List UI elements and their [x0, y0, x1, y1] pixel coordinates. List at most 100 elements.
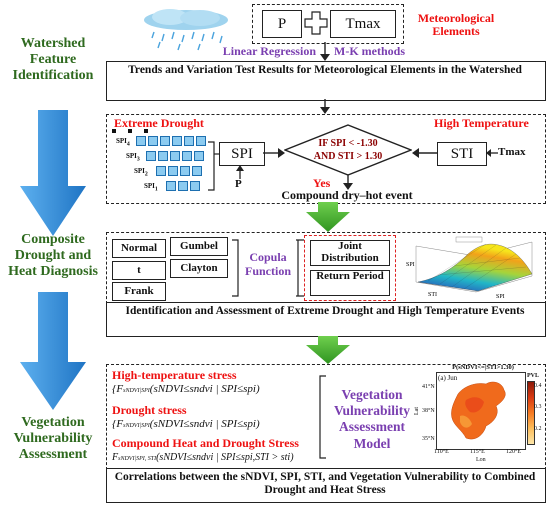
- spi-series-label-2: SPI2: [134, 167, 148, 178]
- copula-t: t: [112, 261, 166, 280]
- map-lat-tick-2: 38°N: [422, 408, 435, 414]
- down-arrow-met: [320, 42, 330, 61]
- legend-tick-1: 0.4: [534, 383, 542, 389]
- stage-vegetation-label: Vegetation Vulnerability Assessment: [13, 415, 93, 463]
- identification-title: Identification and Assessment of Extreme…: [125, 305, 525, 317]
- p-box: P: [262, 10, 302, 38]
- arrow-spi-to-condition: [263, 148, 285, 158]
- vulnerability-map: [451, 381, 506, 440]
- stage-composite-label: Composite Drought and Heat Diagnosis: [8, 232, 98, 280]
- bracket-connector: [208, 141, 219, 191]
- vuln-brace: [319, 375, 326, 459]
- map-lon-label: Lon: [476, 457, 486, 463]
- spi-series-label-1: SPI1: [144, 182, 158, 193]
- surface-x-label-right: SPI: [496, 294, 505, 300]
- map-panel-label: (a) Jun: [438, 374, 458, 382]
- stage-watershed-label: Watershed Feature Identification: [12, 36, 94, 84]
- left-blue-arrow-2: [20, 292, 86, 410]
- yes-label: Yes: [313, 176, 331, 190]
- copula-right-bracket: [296, 239, 304, 297]
- sti-box: STI: [437, 142, 487, 166]
- condition-line-1: IF SPI < -1.30: [318, 138, 378, 149]
- spi-cell: [158, 151, 168, 161]
- spi-cell: [196, 136, 206, 146]
- extreme-drought-label: Extreme Drought: [114, 116, 204, 130]
- stress-compound-label: Compound Heat and Drought Stress: [112, 436, 299, 450]
- met-elements-title: Meteorological Elements: [417, 11, 495, 39]
- met-elements-frame: [252, 4, 404, 44]
- formula-high-temp: {FsNDVI|SPI(sNDVI≤sndvi | SPI≤spi): [112, 383, 260, 395]
- spi-series-label-3: SPI3: [126, 152, 140, 163]
- legend-colorbar: [527, 381, 535, 445]
- spi-cell: [136, 136, 146, 146]
- method-mk: M-K methods: [334, 44, 405, 58]
- copula-surface-plot: SPI STI SPI: [406, 236, 533, 300]
- spi-cell: [178, 181, 188, 191]
- spi-cell: [172, 136, 182, 146]
- surface-y-label: SPI: [406, 262, 415, 268]
- spi-cell: [190, 181, 200, 191]
- tmax-input-label: Tmax: [498, 146, 526, 158]
- formula-compound: FsNDVI|SPI, STI(sNDVI≤sndvi | SPI≤spi,ST…: [112, 452, 294, 463]
- legend-title: PVL: [527, 373, 539, 379]
- up-arrow-p: [236, 165, 244, 179]
- trend-results-title: Trends and Variation Test Results for Me…: [128, 64, 522, 76]
- condition-line-2: AND STI > 1.30: [313, 151, 383, 162]
- surface-x-label-left: STI: [428, 292, 437, 298]
- tmax-box: Tmax: [330, 10, 396, 38]
- map-lon-tick-2: 115°E: [470, 449, 485, 455]
- trend-results-box: [106, 61, 546, 101]
- joint-distribution-box: Joint Distribution: [310, 240, 390, 266]
- compound-event-label: Compound dry–hot event: [281, 188, 413, 202]
- green-arrow-1: [306, 202, 350, 232]
- arrow-sti-to-condition: [412, 148, 438, 158]
- copula-frank: Frank: [112, 282, 166, 301]
- arrow-tmax-to-sti: [486, 149, 498, 157]
- spi-cell: [182, 151, 192, 161]
- copula-brace: [232, 239, 239, 297]
- legend-tick-3: 0.2: [534, 426, 542, 432]
- ellipsis-dots: [112, 129, 148, 133]
- copula-gumbel: Gumbel: [170, 237, 228, 256]
- rain-cloud-icon: [144, 9, 228, 51]
- legend-tick-2: 0.3: [534, 404, 542, 410]
- vulnerability-model-title: Vegetation Vulnerability Assessment Mode…: [333, 387, 411, 451]
- spi-series-label-4: SPI4: [116, 137, 130, 148]
- down-arrow-trend: [320, 99, 330, 114]
- formula-drought: {FsNDVI|SPI(sNDVI≤sndvi | SPI≤spi): [112, 418, 260, 430]
- map-lat-tick-3: 35°N: [422, 436, 435, 442]
- spi-cell: [180, 166, 190, 176]
- map-lat-label: Lat: [414, 407, 420, 415]
- stress-drought-label: Drought stress: [112, 403, 187, 417]
- green-arrow-2: [306, 336, 350, 364]
- spi-cell: [192, 166, 202, 176]
- spi-cell: [168, 166, 178, 176]
- left-blue-arrow-1: [20, 110, 86, 236]
- plus-icon: [304, 11, 328, 35]
- method-linear-regression: Linear Regression: [222, 44, 316, 58]
- spi-cell: [166, 181, 176, 191]
- stress-high-temp-label: High-temperature stress: [112, 368, 237, 382]
- joint-return-frame: [304, 235, 396, 301]
- map-title: P(sNDVI<=|STI>1.30): [452, 364, 514, 371]
- spi-cell: [160, 136, 170, 146]
- down-arrow-yes: [343, 175, 353, 190]
- spi-cell: [146, 151, 156, 161]
- copula-normal: Normal: [112, 239, 166, 258]
- final-box: [106, 468, 546, 503]
- spi-cell: [194, 151, 204, 161]
- final-title: Correlations between the sNDVI, SPI, STI…: [114, 471, 536, 497]
- p-input-label: P: [235, 178, 242, 190]
- map-lat-tick-1: 41°N: [422, 384, 435, 390]
- spi-cell: [156, 166, 166, 176]
- return-period-box: Return Period: [310, 270, 390, 296]
- copula-function-label: Copula Function: [244, 250, 291, 278]
- condition-diamond: [284, 124, 412, 176]
- spi-box: SPI: [219, 142, 265, 166]
- copula-clayton: Clayton: [170, 259, 228, 278]
- high-temperature-label: High Temperature: [434, 116, 529, 130]
- spi-cell: [148, 136, 158, 146]
- spi-cell: [170, 151, 180, 161]
- spi-cell: [184, 136, 194, 146]
- map-lon-tick-3: 120°E: [506, 449, 522, 455]
